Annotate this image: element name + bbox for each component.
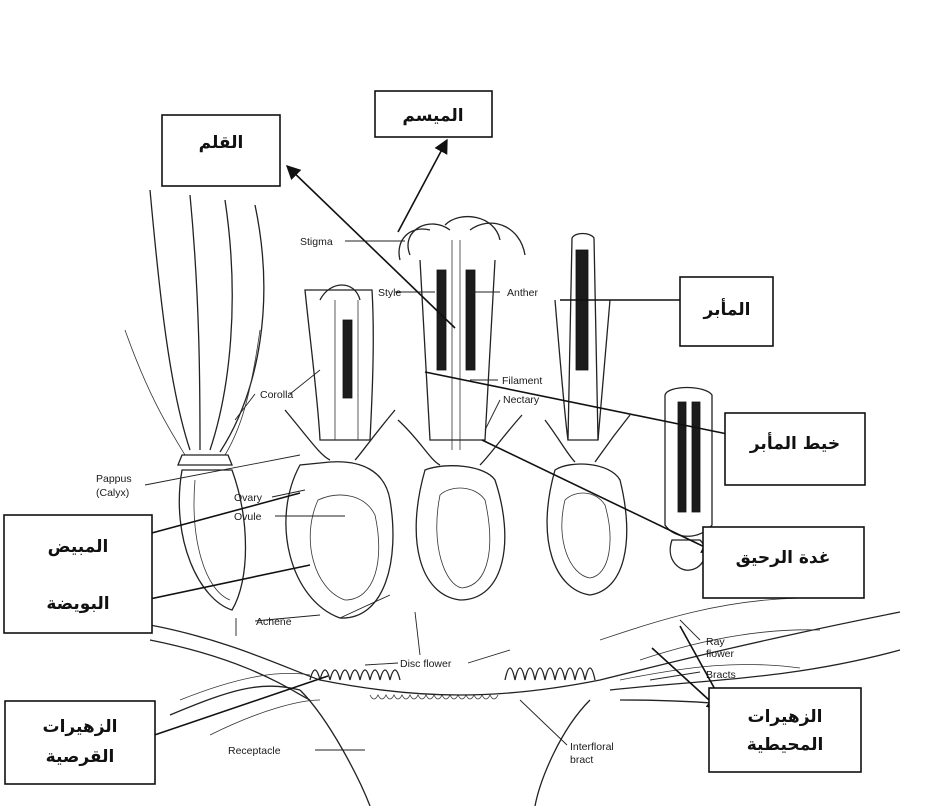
arabic-label-ray-florets-2: المحيطية bbox=[747, 735, 824, 755]
label-receptacle: Receptacle bbox=[228, 745, 281, 757]
arabic-box-style: القلم bbox=[161, 114, 281, 187]
floret-2-drawing bbox=[397, 215, 526, 601]
arabic-box-ray-florets: الزهيرات المحيطية bbox=[708, 687, 862, 773]
arabic-label-anther: المأبر bbox=[703, 298, 751, 320]
arabic-label-ray-florets-1: الزهيرات bbox=[748, 707, 823, 727]
label-style: Style bbox=[378, 287, 402, 299]
arabic-label-nectary: غدة الرحيق bbox=[736, 548, 831, 568]
floret-1-drawing bbox=[284, 284, 396, 619]
label-pappus: Pappus bbox=[96, 473, 132, 485]
arabic-box-nectary: غدة الرحيق bbox=[702, 526, 865, 599]
arabic-box-ovary-ovule: المبيض البويضة bbox=[3, 514, 153, 634]
english-labels: Stigma Style Anther Corolla Filament Nec… bbox=[96, 236, 736, 766]
label-filament: Filament bbox=[502, 375, 542, 387]
label-corolla: Corolla bbox=[260, 389, 293, 401]
arabic-box-stigma: الميسم bbox=[374, 90, 493, 138]
arabic-label-disc-florets-2: القرصية bbox=[46, 747, 115, 767]
label-anther: Anther bbox=[507, 287, 538, 299]
arabic-label-disc-florets-1: الزهيرات bbox=[43, 717, 118, 737]
arabic-label-stigma: الميسم bbox=[402, 106, 463, 126]
label-ray-flower-2: flower bbox=[706, 648, 735, 660]
label-achene: Achene bbox=[256, 616, 292, 628]
label-ovule: Ovule bbox=[234, 511, 262, 523]
arabic-label-filament: خيط المأبر bbox=[749, 432, 840, 454]
label-interfloral-1: Interfloral bbox=[570, 741, 614, 753]
arabic-box-anther: المأبر bbox=[679, 276, 774, 347]
label-ovary: Ovary bbox=[234, 492, 263, 504]
arabic-label-ovary: المبيض bbox=[48, 537, 109, 557]
label-calyx: (Calyx) bbox=[96, 487, 129, 499]
arabic-arrows bbox=[124, 138, 744, 747]
label-interfloral-2: bract bbox=[570, 754, 593, 766]
label-disc-flower: Disc flower bbox=[400, 658, 452, 670]
receptacle-drawing bbox=[149, 597, 901, 806]
arabic-label-ovule: البويضة bbox=[46, 594, 109, 614]
arabic-box-disc-florets: الزهيرات القرصية bbox=[4, 700, 156, 785]
label-nectary: Nectary bbox=[503, 394, 540, 406]
pappus-achene-drawing bbox=[124, 189, 265, 611]
label-stigma: Stigma bbox=[300, 236, 333, 248]
floret-3-drawing bbox=[544, 232, 631, 596]
english-leader-lines bbox=[144, 240, 701, 751]
arabic-box-filament: خيط المأبر bbox=[724, 412, 866, 486]
label-bracts: Bracts bbox=[706, 669, 736, 681]
arabic-label-style: القلم bbox=[199, 133, 244, 153]
label-ray-flower-1: Ray bbox=[706, 636, 725, 648]
